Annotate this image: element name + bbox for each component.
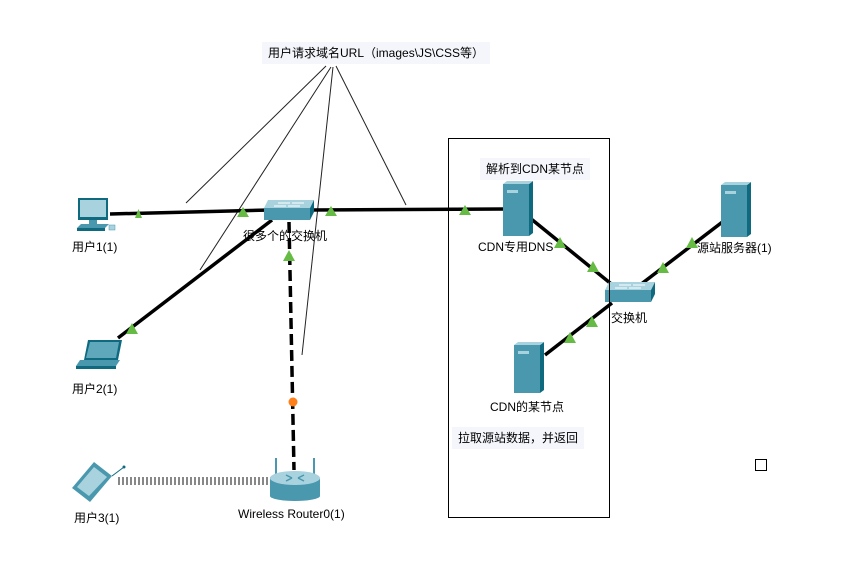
link-up-indicator — [564, 332, 576, 343]
switch-icon[interactable] — [264, 200, 314, 220]
wireless-router-icon[interactable] — [270, 458, 320, 501]
laptop-icon[interactable] — [76, 340, 122, 369]
annotation-line — [335, 65, 407, 206]
link-up-indicator — [657, 262, 669, 273]
link-up-indicator — [126, 323, 138, 334]
label-switch-many: 很多个的交换机 — [243, 229, 328, 243]
link-up-indicator — [686, 237, 698, 248]
cdn-group-frame — [448, 138, 610, 518]
link-up-indicator — [554, 237, 566, 248]
link-cdndns-switch[interactable] — [528, 216, 617, 289]
label-origin-server: 源站服务器(1) — [697, 241, 772, 255]
label-user2: 用户2(1) — [72, 382, 118, 396]
link-up-indicator — [283, 250, 295, 261]
server-icon[interactable] — [503, 181, 533, 236]
note-request[interactable]: 用户请求域名URL（images\JS\CSS等） — [262, 42, 491, 64]
link-origin-switch[interactable] — [638, 218, 727, 287]
label-switch: 交换机 — [611, 311, 648, 325]
label-wireless-router: Wireless Router0(1) — [238, 507, 345, 521]
link-pending-indicator — [288, 397, 298, 407]
selection-handle[interactable] — [755, 459, 767, 471]
server-icon[interactable] — [721, 182, 751, 237]
annotation-line — [185, 65, 327, 204]
switch-icon[interactable] — [605, 282, 655, 302]
label-user3: 用户3(1) — [74, 511, 120, 525]
server-icon[interactable] — [514, 342, 544, 393]
pc-icon[interactable] — [77, 198, 116, 231]
link-up-indicator — [459, 205, 471, 215]
link-up-indicator — [325, 206, 337, 216]
note-pull[interactable]: 拉取源站数据，并返回 — [452, 427, 585, 449]
label-cdn-node: CDN的某节点 — [490, 400, 564, 414]
label-cdn-dns: CDN专用DNS — [478, 240, 554, 254]
label-user1: 用户1(1) — [72, 240, 118, 254]
link-status-group — [126, 205, 698, 343]
note-resolve[interactable]: 解析到CDN某节点 — [480, 158, 590, 180]
pda-icon[interactable] — [72, 462, 126, 502]
link-cdnnode-switch[interactable] — [543, 301, 614, 357]
link-up-indicator — [135, 209, 142, 218]
annotation-line — [199, 66, 332, 271]
link-up-indicator — [237, 207, 249, 217]
link-switch-cdndns[interactable] — [311, 207, 506, 212]
link-up-indicator — [586, 316, 598, 327]
link-user2-switch[interactable] — [116, 218, 274, 340]
link-up-indicator — [587, 261, 599, 272]
link-switch-router[interactable] — [287, 221, 296, 471]
